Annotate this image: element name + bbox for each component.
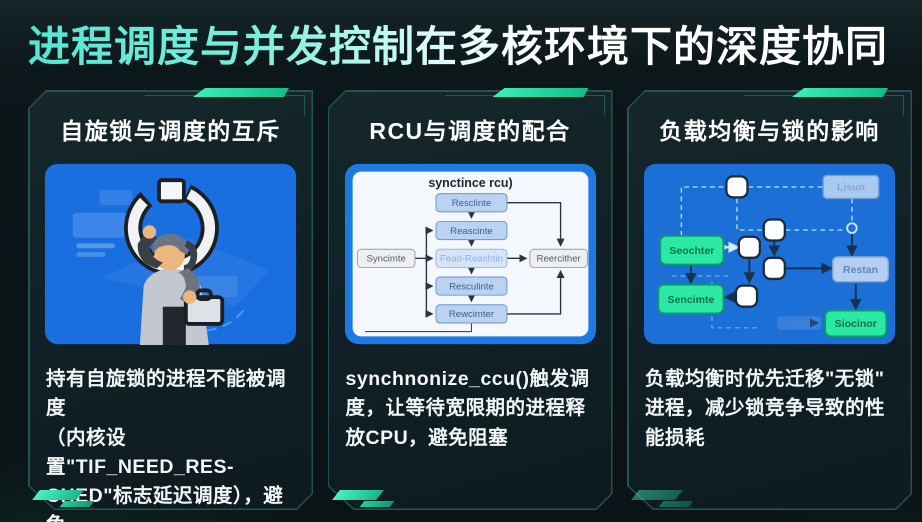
rcu-flowchart: synctince rcu) bbox=[344, 160, 597, 348]
card-spinlock: 自旋锁与调度的互斥 bbox=[28, 88, 313, 522]
bottom-accent-decoration bbox=[59, 501, 95, 507]
load-balance-graphic: Lisun Seochter Restan Sencimte Siocinor bbox=[643, 163, 896, 345]
bottom-accent-decoration bbox=[658, 501, 694, 507]
page-title: 进程调度与并发控制在多核环境下的深度协同 bbox=[28, 13, 908, 74]
card-title: RCU与调度的配合 bbox=[369, 118, 571, 144]
bottom-accent-decoration bbox=[32, 490, 84, 500]
green-box-label: Sencimte bbox=[668, 294, 715, 306]
green-bar-decoration bbox=[792, 88, 888, 97]
green-bar-decoration bbox=[193, 88, 289, 97]
card-title: 负载均衡与锁的影响 bbox=[659, 118, 880, 144]
green-box-label: Seochter bbox=[669, 245, 714, 257]
spinlock-illustration bbox=[44, 160, 297, 348]
flow-box-label: Resculinte bbox=[449, 281, 494, 292]
flow-box-label: Rewcimter bbox=[448, 309, 494, 320]
blue-box-label: Lisun bbox=[837, 182, 865, 194]
flow-box-label: Reercither bbox=[536, 254, 581, 265]
green-box-label: Siocinor bbox=[835, 318, 877, 330]
card-body-text: synchnonize_ccu()触发调 度，让等待宽限期的进程释 放CPU，避… bbox=[346, 365, 595, 453]
bottom-accent-decoration bbox=[331, 490, 384, 500]
rcu-flowchart-graphic: synctince rcu) bbox=[344, 163, 596, 345]
flow-box-label: Resclinte bbox=[451, 198, 490, 209]
diagram-title: synctince rcu) bbox=[428, 176, 512, 190]
body-text: synchnonize_ccu()触发调 度，让等待宽限期的进程释 放CPU，避… bbox=[345, 368, 590, 449]
green-bar-decoration bbox=[493, 88, 589, 97]
title-band bbox=[0, 0, 922, 80]
bottom-accent-decoration bbox=[631, 490, 683, 500]
body-text: 负载均衡时优先迁移"无锁" 进程，减少锁竞争导致的性 能损耗 bbox=[645, 368, 886, 449]
load-balance-flowchart: Lisun Seochter Restan Sencimte Siocinor bbox=[643, 160, 896, 348]
bottom-accent-decoration bbox=[359, 501, 394, 507]
card-body-text: 持有自旋锁的进程不能被调度 （内核设置"TIF_NEED_RES- CHED"标… bbox=[46, 365, 295, 522]
flow-box-label: Reascinte bbox=[450, 226, 493, 237]
cards-row: 自旋锁与调度的互斥 bbox=[28, 88, 912, 522]
card-body-text: 负载均衡时优先迁移"无锁" 进程，减少锁竞争导致的性 能损耗 bbox=[645, 365, 894, 453]
flow-box-label: Syncimte bbox=[366, 254, 405, 265]
body-text: 持有自旋锁的进程不能被调度 （内核设置"TIF_NEED_RES- CHED"标… bbox=[46, 368, 287, 522]
card-load-balance: 负载均衡与锁的影响 bbox=[627, 90, 912, 510]
blue-box-label: Restan bbox=[843, 264, 878, 276]
card-rcu: RCU与调度的配合 synctince rcu) bbox=[328, 90, 613, 510]
flow-box-label: Fead-Reashtin bbox=[440, 254, 503, 265]
card-title: 自旋锁与调度的互斥 bbox=[60, 118, 281, 144]
spinlock-person-graphic bbox=[44, 163, 297, 346]
